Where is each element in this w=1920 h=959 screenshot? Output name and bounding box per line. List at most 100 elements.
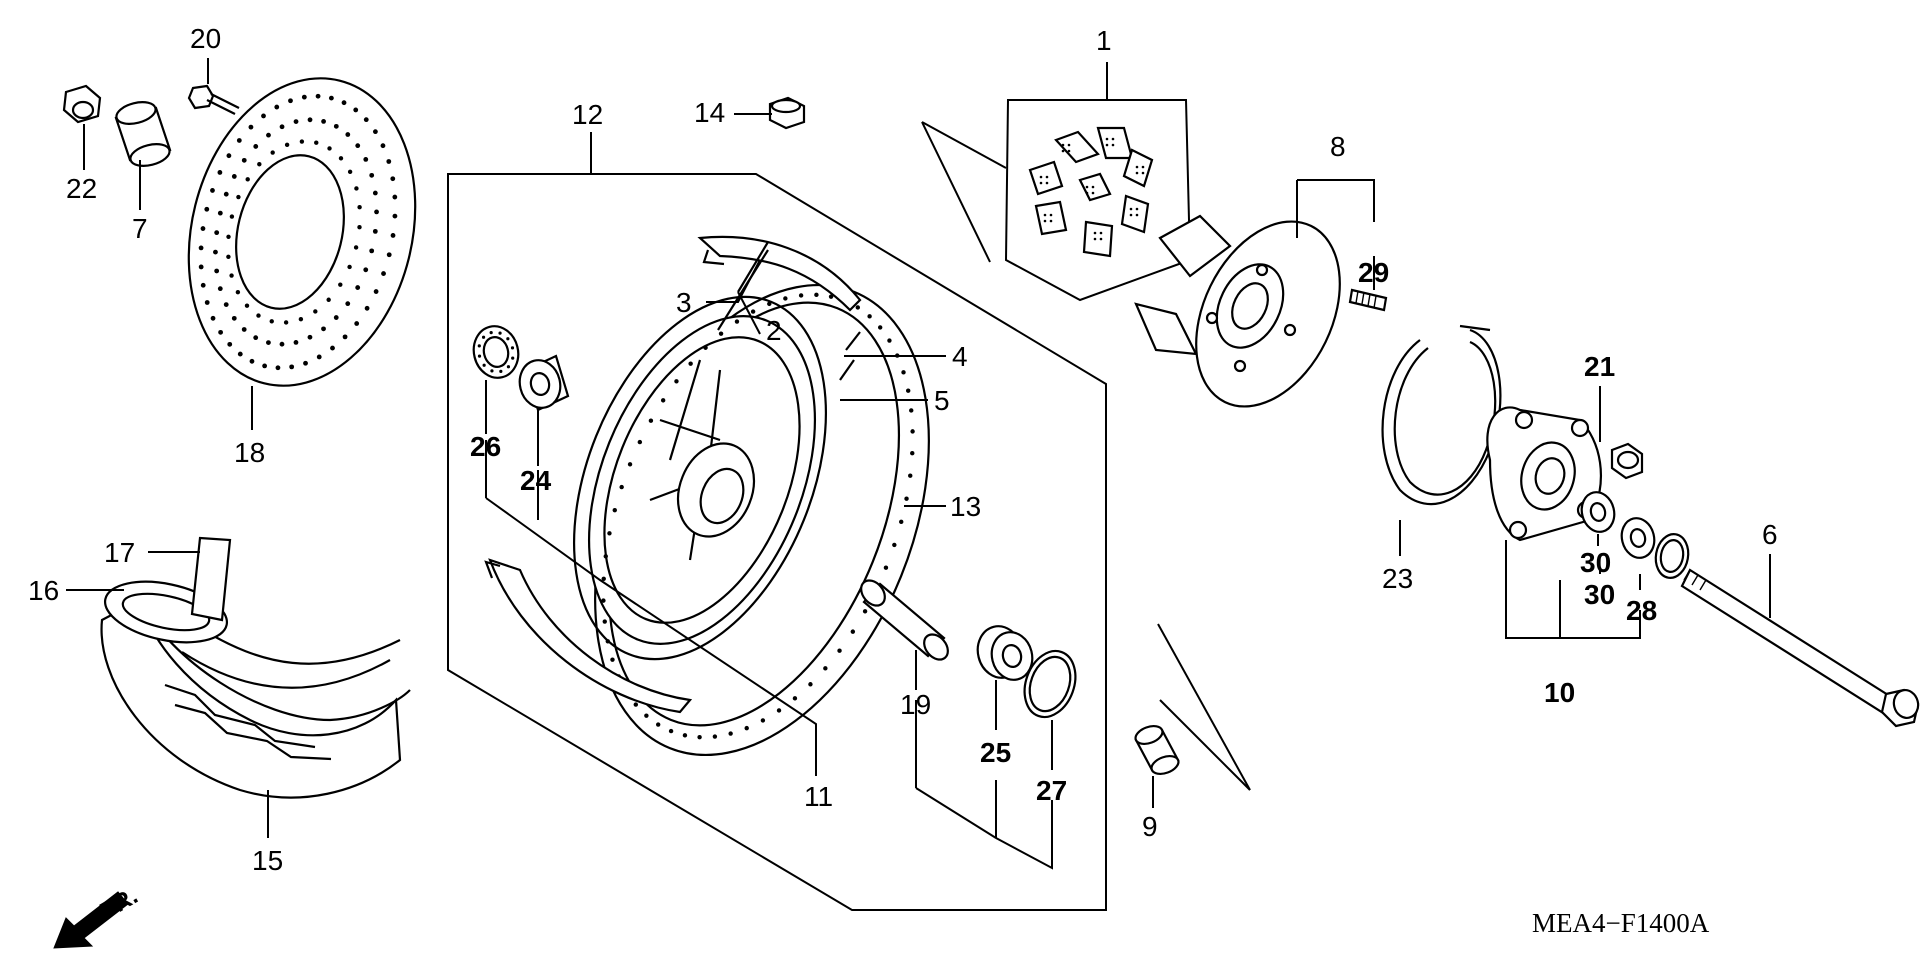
hole-dot [674, 379, 679, 384]
hole-dot [341, 100, 347, 106]
hole-dot [506, 337, 510, 341]
callout-24: 24 [520, 465, 552, 496]
hole-dot [357, 225, 362, 230]
hole-dot [217, 286, 223, 292]
hole-dot [218, 329, 224, 335]
hole-dot [372, 228, 378, 234]
callout-19: 19 [900, 689, 931, 720]
hole-dot [877, 325, 883, 330]
texture-dot [1141, 165, 1145, 169]
callout-20: 20 [190, 23, 221, 54]
hole-dot [200, 226, 206, 231]
hole-dot [648, 418, 654, 423]
callout-9: 9 [1142, 811, 1158, 842]
hole-dot [262, 363, 268, 369]
side-collar [1134, 623, 1251, 791]
hole-dot [269, 319, 274, 324]
texture-dot [1043, 219, 1047, 223]
hole-dot [892, 542, 897, 548]
hole-dot [249, 358, 255, 364]
hole-dot [627, 462, 633, 467]
callout-10: 10 [1544, 677, 1575, 708]
hole-dot [490, 369, 494, 373]
hole-dot [363, 117, 369, 123]
texture-dot [1105, 137, 1109, 141]
callout-6: 6 [1762, 519, 1778, 550]
callout-8: 8 [1330, 131, 1346, 162]
hole-dot [270, 150, 275, 155]
hole-dot [603, 554, 608, 559]
hole-dot [498, 331, 502, 335]
texture-dot [1067, 149, 1071, 153]
washer-28 [1654, 533, 1690, 579]
hole-dot [316, 354, 322, 360]
hole-dot [283, 320, 289, 325]
hole-dot [284, 142, 290, 148]
hole-dot [328, 95, 334, 101]
hole-dot [293, 339, 299, 345]
hole-dot [808, 682, 813, 687]
callout-29: 29 [1358, 257, 1389, 288]
hole-dot [301, 94, 307, 100]
hole-dot [266, 340, 271, 346]
rim-segments [484, 235, 862, 714]
hole-dot [489, 330, 493, 335]
bearing-25 [976, 625, 1034, 681]
hole-dot [214, 230, 220, 236]
callout-16: 16 [28, 575, 59, 606]
hole-dot [510, 346, 515, 350]
hole-dot [333, 123, 339, 129]
hole-dot [298, 316, 304, 322]
wheel-rim [573, 283, 930, 757]
hole-dot [660, 398, 666, 403]
texture-dot [1049, 213, 1053, 217]
hole-dot [236, 138, 242, 143]
hole-dot [266, 132, 271, 138]
hole-dot [347, 264, 352, 270]
bearing-24 [518, 354, 570, 412]
texture-dot [1091, 185, 1095, 189]
damper-rubbers [921, 99, 1192, 302]
hole-dot [792, 696, 798, 701]
hole-dot [390, 176, 396, 182]
hole-dot [261, 113, 266, 119]
callout-3: 3 [676, 287, 692, 318]
collar [114, 101, 172, 167]
hole-dot [347, 169, 353, 175]
hole-dot [392, 194, 398, 200]
hole-dot [619, 484, 624, 490]
hole-dot [602, 619, 607, 624]
hole-dot [244, 303, 250, 308]
snap-ring [1381, 324, 1502, 506]
hole-dot [279, 124, 285, 130]
hole-dot [226, 153, 232, 159]
hole-dot [887, 338, 892, 343]
hole-dot [313, 309, 318, 314]
hole-dot [338, 282, 343, 287]
hole-dot [210, 315, 216, 321]
hole-dot [392, 213, 398, 219]
hole-dot [734, 319, 740, 324]
damper-rubber-14 [768, 96, 806, 130]
hole-dot [477, 344, 481, 348]
hole-dot [354, 321, 360, 326]
hole-dot [381, 271, 386, 276]
hole-dot [326, 297, 331, 302]
hole-dot [776, 708, 782, 713]
front-arrow-icon [53, 891, 129, 949]
texture-dot [1043, 213, 1047, 217]
hole-dot [245, 177, 250, 182]
hole-dot [213, 249, 218, 255]
hole-dot [241, 327, 247, 332]
bearing-26 [472, 325, 520, 379]
bearing-30b [1620, 517, 1656, 559]
hole-dot [257, 162, 262, 167]
hole-dot [235, 289, 241, 295]
texture-dot [1045, 175, 1049, 179]
hole-dot [837, 648, 842, 653]
callout-28: 28 [1626, 595, 1657, 626]
stud-bolt [1348, 288, 1388, 312]
hole-dot [910, 429, 915, 434]
texture-dot [1039, 175, 1043, 179]
